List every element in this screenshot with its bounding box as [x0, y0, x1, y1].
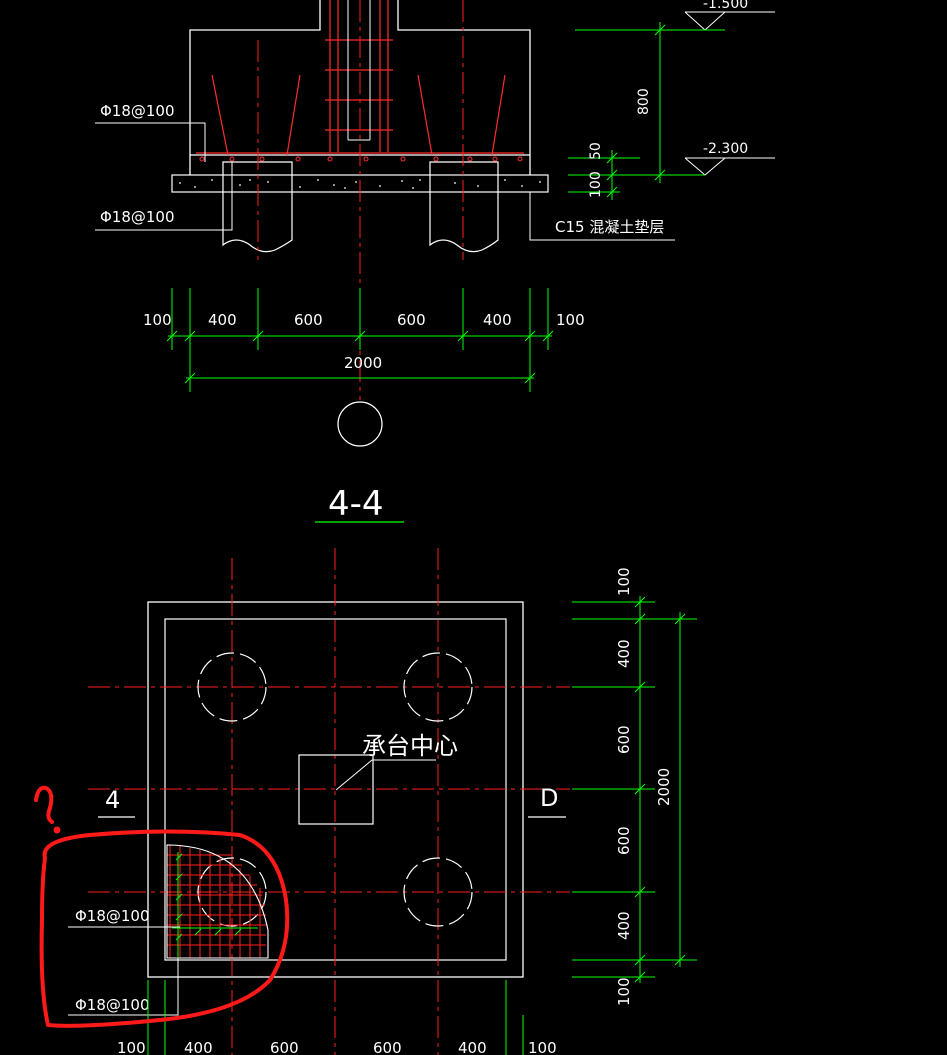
- plan-bdim-2: 400: [184, 1039, 213, 1055]
- rebar-mesh: [167, 845, 266, 958]
- dim-depth: 800: [636, 88, 652, 115]
- section-mark-left: 4: [105, 786, 120, 814]
- plan-rebar-label-2: Φ18@100: [75, 996, 150, 1014]
- section-title: 4-4: [328, 484, 384, 524]
- plan-bdim-1: 100: [117, 1039, 146, 1055]
- cushion-label: C15 混凝土垫层: [555, 218, 664, 236]
- sec-dim-6: 100: [556, 311, 585, 329]
- section-view: Φ18@100 Φ18@100 C15 混凝土垫层 -1.500 -2.300 …: [95, 0, 775, 447]
- section-horizontal-dims: [166, 288, 554, 392]
- sec-dim-total: 2000: [344, 354, 382, 372]
- piles-section: [222, 161, 499, 253]
- elevation-bottom: -2.300: [703, 141, 748, 157]
- section-mark-right: D: [540, 784, 558, 812]
- plan-bdim-5: 400: [458, 1039, 487, 1055]
- plan-vdim-total: 2000: [655, 768, 673, 806]
- rebar-label-top: Φ18@100: [100, 102, 175, 120]
- piles-plan: [197, 652, 473, 927]
- mesh-ticks: [172, 852, 258, 958]
- annotation-loop: [39, 829, 290, 1028]
- mesh-boundary: [166, 844, 269, 959]
- plan-vdim-6: 100: [615, 977, 633, 1006]
- sec-dim-2: 400: [208, 311, 237, 329]
- elevation-top: -1.500: [703, 0, 748, 12]
- plan-bdim-3: 600: [270, 1039, 299, 1055]
- plan-vdim-4: 600: [615, 826, 633, 855]
- column-core: [347, 0, 371, 141]
- sec-dim-3: 600: [294, 311, 323, 329]
- axis-bubble: [337, 401, 383, 447]
- dim-50: 50: [588, 142, 604, 160]
- column-rebar: [196, 0, 524, 156]
- sec-dim-5: 400: [483, 311, 512, 329]
- question-mark-icon: [34, 785, 54, 824]
- section-vertical-dims: [568, 22, 725, 200]
- plan-bottom-dims: [147, 980, 524, 1055]
- plan-vdim-2: 400: [615, 639, 633, 668]
- sec-dim-1: 100: [143, 311, 172, 329]
- plan-view: 承台中心 4 D: [68, 548, 697, 1055]
- plan-leaders: [68, 926, 180, 1016]
- column-box: [298, 754, 374, 825]
- plan-centerlines: [88, 548, 570, 1055]
- hand-annotation: [34, 785, 290, 1028]
- dim-100: 100: [588, 171, 604, 198]
- plan-vdim-5: 400: [615, 911, 633, 940]
- cap-center-label: 承台中心: [362, 732, 458, 760]
- leaders-section: [95, 122, 675, 241]
- sec-dim-4: 600: [397, 311, 426, 329]
- cushion-hatch: [179, 179, 541, 189]
- rebar-dots: [199, 156, 523, 162]
- plan-vertical-dims: [572, 596, 697, 983]
- rebar-label-bottom: Φ18@100: [100, 208, 175, 226]
- plan-bdim-4: 600: [373, 1039, 402, 1055]
- plan-bdim-6: 100: [528, 1039, 557, 1055]
- center-leader: [335, 759, 373, 791]
- plan-rebar-label-1: Φ18@100: [75, 907, 150, 925]
- plan-vdim-3: 600: [615, 725, 633, 754]
- plan-vdim-1: 100: [615, 567, 633, 596]
